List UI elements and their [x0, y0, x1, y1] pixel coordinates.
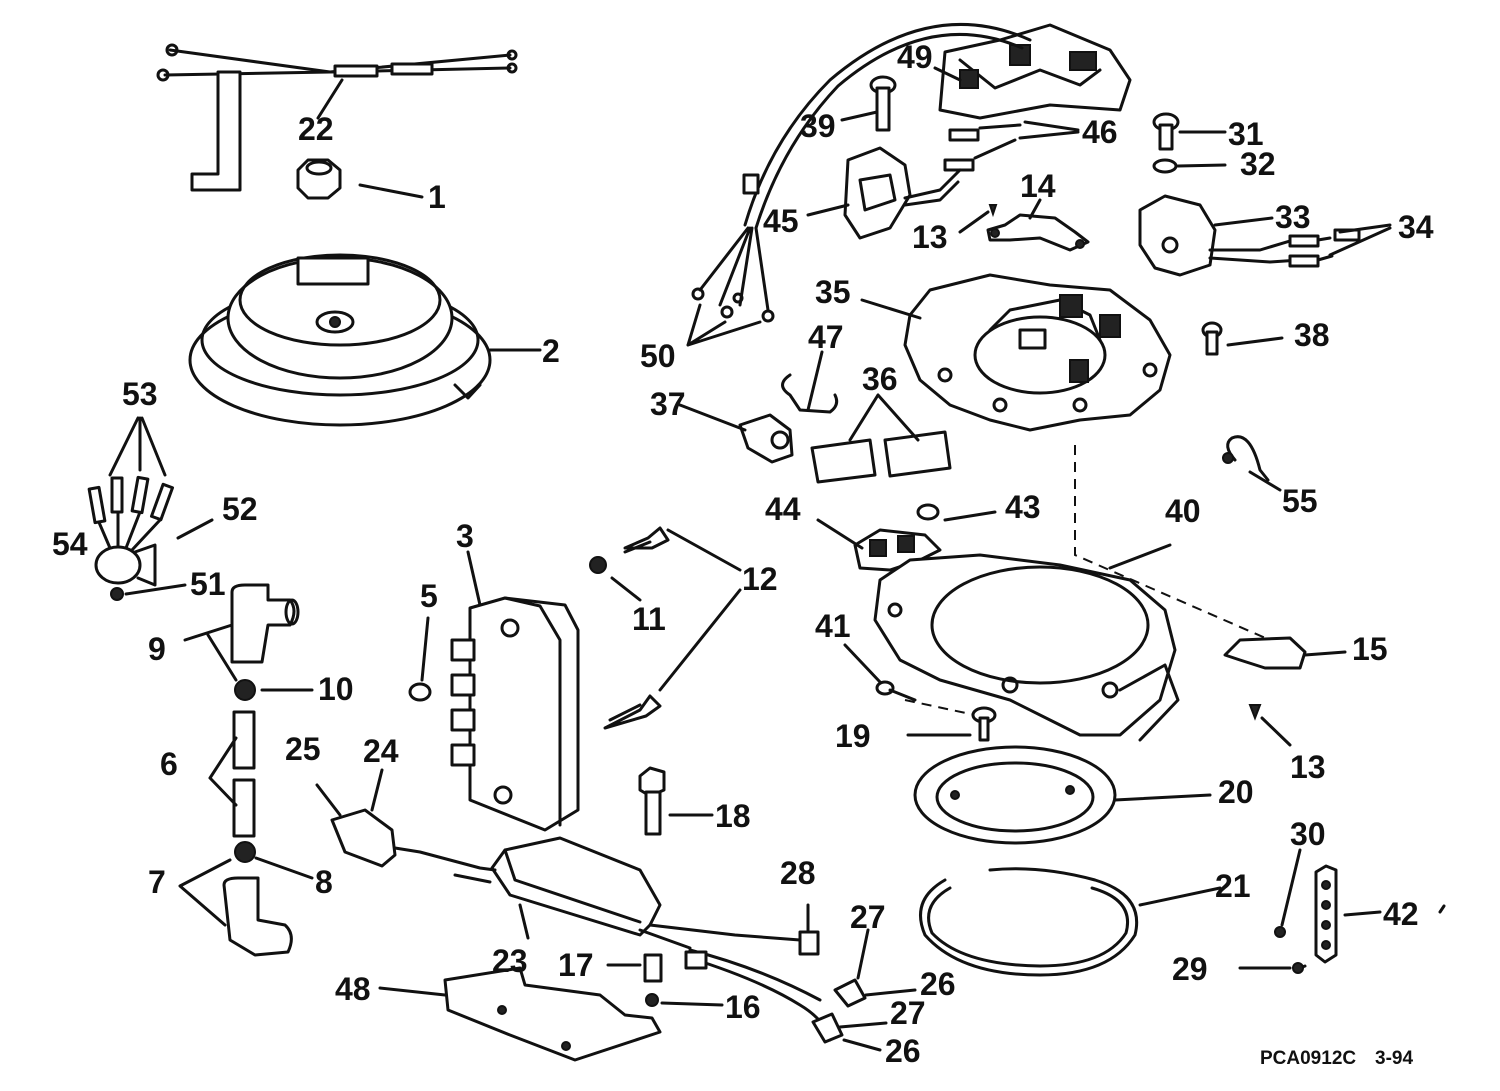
callout-37: 37 — [650, 386, 686, 422]
switch-plate-part — [938, 23, 1132, 120]
callout-1: 1 — [428, 179, 446, 215]
bolt-part — [638, 766, 666, 836]
callout-21: 21 — [1215, 868, 1251, 904]
callout-32: 32 — [1240, 146, 1276, 182]
callout-38: 38 — [1294, 317, 1330, 353]
callout-51: 51 — [190, 566, 226, 602]
callout-12: 12 — [742, 561, 778, 597]
callout-42: 42 — [1383, 896, 1419, 932]
drawing-code: PCA0912C — [1260, 1048, 1356, 1069]
callout-54: 54 — [52, 526, 88, 562]
timer-base-part — [873, 553, 1180, 742]
callout-13-upper: 13 — [912, 219, 948, 255]
callout-30: 30 — [1290, 816, 1326, 852]
callout-22: 22 — [298, 111, 334, 147]
flywheel-nut-part — [296, 158, 342, 200]
spacer-and-washer-parts — [643, 953, 663, 1007]
callout-28: 28 — [780, 855, 816, 891]
callout-labels: 1 2 3 5 6 7 8 9 10 11 12 13 13 14 15 16 … — [52, 39, 1434, 1069]
charge-coil-part — [1138, 112, 1361, 277]
bullet-connectors-part — [943, 123, 1022, 172]
callout-16: 16 — [725, 989, 761, 1025]
callout-10: 10 — [318, 671, 354, 707]
callout-53: 53 — [122, 376, 158, 412]
callout-11: 11 — [632, 601, 666, 637]
callout-25: 25 — [285, 731, 321, 767]
callout-49: 49 — [897, 39, 933, 75]
callout-33: 33 — [1275, 199, 1311, 235]
callout-46: 46 — [1082, 114, 1118, 150]
callout-27-lower: 27 — [890, 995, 926, 1031]
callout-6: 6 — [160, 746, 178, 782]
callout-29: 29 — [1172, 951, 1208, 987]
callout-27-upper: 27 — [850, 899, 886, 935]
callout-41: 41 — [815, 608, 851, 644]
callout-40: 40 — [1165, 493, 1201, 529]
callout-15: 15 — [1352, 631, 1388, 667]
ignition-coil-part — [330, 808, 820, 956]
screw-part — [869, 75, 897, 132]
callout-23: 23 — [492, 943, 528, 979]
callout-7: 7 — [148, 864, 166, 900]
callout-24: 24 — [363, 733, 399, 769]
mounting-screws-part — [589, 526, 670, 730]
callout-39: 39 — [800, 108, 836, 144]
callout-55: 55 — [1282, 483, 1318, 519]
callout-18: 18 — [715, 798, 751, 834]
timer-base-screw-part — [875, 680, 917, 702]
flywheel-part — [188, 253, 492, 427]
clip-and-bumpers-part — [738, 373, 952, 484]
callout-52: 52 — [222, 491, 258, 527]
wire-harness-part — [156, 43, 518, 192]
retainer-plate-part — [913, 745, 1117, 845]
callout-44: 44 — [765, 491, 801, 527]
callout-35: 35 — [815, 274, 851, 310]
callout-36: 36 — [862, 361, 898, 397]
callout-17: 17 — [558, 947, 594, 983]
power-pack-part — [450, 596, 580, 832]
callout-45: 45 — [763, 203, 799, 239]
callout-26-lower: 26 — [885, 1033, 921, 1069]
callout-5: 5 — [420, 578, 438, 614]
terminal-block-part — [1274, 864, 1338, 974]
callout-26-upper: 26 — [920, 966, 956, 1002]
callout-3: 3 — [456, 518, 474, 554]
retaining-ring-part — [919, 867, 1139, 977]
retainer-screw-part — [971, 706, 997, 742]
temperature-sensor-part — [87, 475, 175, 601]
wire-clip-part — [1222, 435, 1270, 482]
callout-2: 2 — [542, 333, 560, 369]
coil-bracket-part — [443, 966, 662, 1062]
callout-47: 47 — [808, 319, 844, 355]
callout-8: 8 — [315, 864, 333, 900]
washer-part — [408, 682, 432, 702]
callout-20: 20 — [1218, 774, 1254, 810]
revision-date: 3-94 — [1375, 1048, 1413, 1069]
callout-43: 43 — [1005, 489, 1041, 525]
harness-with-terminals-part — [691, 23, 1032, 323]
stator-screw-part — [1201, 321, 1223, 356]
stator-plate-part — [903, 273, 1172, 432]
callout-19: 19 — [835, 718, 871, 754]
callout-34: 34 — [1398, 209, 1434, 245]
spark-plug-boot-parts — [222, 583, 300, 957]
stray-mark — [1438, 904, 1446, 914]
retainer-part — [1223, 636, 1307, 721]
retainer-clip-part — [986, 204, 1090, 252]
callout-31: 31 — [1228, 116, 1264, 152]
coil-leads-part — [684, 948, 867, 1044]
sensor-coil-part — [843, 146, 962, 240]
callout-9: 9 — [148, 631, 166, 667]
callout-50: 50 — [640, 338, 676, 374]
callout-13-lower: 13 — [1290, 749, 1326, 785]
callout-48: 48 — [335, 971, 371, 1007]
callout-14: 14 — [1020, 168, 1056, 204]
